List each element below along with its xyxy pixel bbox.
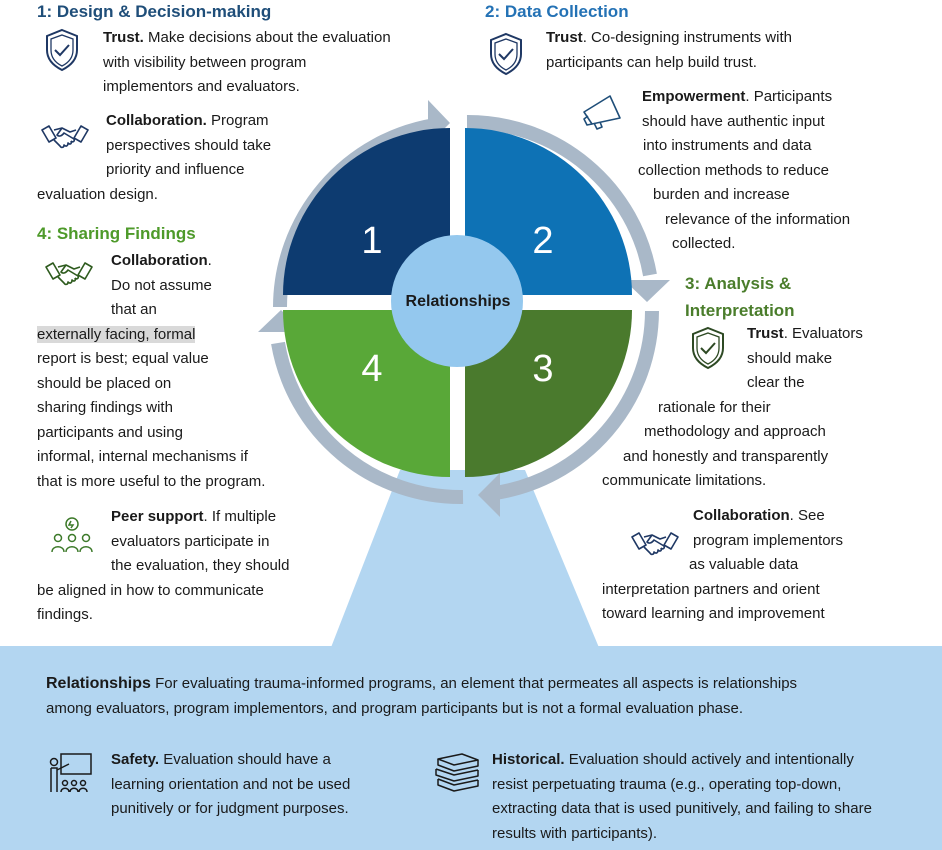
relationships-intro: Relationships For evaluating trauma-info… xyxy=(46,675,798,717)
bottom-panel xyxy=(0,646,942,850)
phase3-trust-text: Trust. Evaluators should make clear the … xyxy=(602,325,863,489)
phase2-empower-text: Empowerment. Participants should have au… xyxy=(638,88,851,252)
phase4-peer-text: Peer support. If multiple evaluators par… xyxy=(37,508,290,623)
peer-support-icon xyxy=(51,517,93,553)
number-1: 1 xyxy=(361,220,382,262)
handshake-icon xyxy=(631,532,679,556)
phase1-trust-text: Trust. Make decisions about the evaluati… xyxy=(103,29,391,95)
shield-check-icon xyxy=(46,28,78,72)
phase1-collab-text: Collaboration. Program perspectives shou… xyxy=(37,112,272,203)
number-2: 2 xyxy=(532,220,553,262)
safety-text: Safety. Evaluation should have a learnin… xyxy=(111,751,351,817)
number-4: 4 xyxy=(361,348,382,390)
quadrant-2 xyxy=(465,128,632,295)
phase2-heading: 2: Data Collection xyxy=(485,2,629,21)
quadrant-4 xyxy=(283,310,450,477)
megaphone-icon xyxy=(583,95,621,130)
phase4-collab-text: Collaboration. Do not assume that an ext… xyxy=(37,252,266,490)
handshake-icon xyxy=(41,125,89,149)
phase2-trust-text: Trust. Co-designing instruments with par… xyxy=(546,29,792,71)
historical-text: Historical. Evaluation should actively a… xyxy=(492,751,872,842)
quadrant-1 xyxy=(283,128,450,295)
shield-check-icon xyxy=(490,32,522,76)
number-3: 3 xyxy=(532,348,553,390)
shield-check-icon xyxy=(692,326,724,370)
phase3-collab-text: Collaboration. See program implementors … xyxy=(602,507,844,622)
phase1-heading: 1: Design & Decision-making xyxy=(37,2,272,21)
quadrant-3 xyxy=(465,310,632,477)
books-icon xyxy=(435,753,479,792)
phase3-heading: 3: Analysis & Interpretation xyxy=(685,274,795,320)
relationships-center xyxy=(391,235,523,367)
teacher-icon xyxy=(49,753,92,793)
phase4-heading: 4: Sharing Findings xyxy=(37,224,196,243)
cycle-diagram: Relationships 1 2 3 4 xyxy=(258,100,670,517)
center-label: Relationships xyxy=(406,293,511,310)
handshake-icon xyxy=(45,262,93,286)
